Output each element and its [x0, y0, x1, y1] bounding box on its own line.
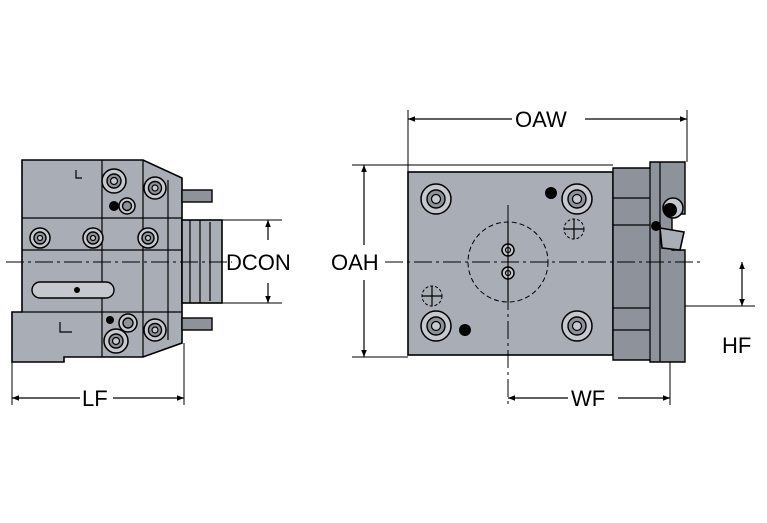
oah-label: OAH [331, 250, 379, 275]
set-screw-icon [651, 221, 661, 231]
set-screw-icon [459, 324, 471, 336]
shank-flange-top [181, 189, 213, 203]
screw-icon [561, 183, 593, 215]
side-view-slot [31, 281, 115, 299]
screw-icon [137, 227, 159, 249]
screw-icon [662, 197, 684, 219]
wf-label: WF [571, 386, 605, 411]
wedge [659, 227, 685, 251]
side-view [11, 159, 223, 363]
set-screw-icon [109, 201, 119, 211]
set-screw-icon [545, 187, 557, 199]
coolant-port-icon [421, 285, 443, 307]
screw-icon [143, 176, 167, 200]
dcon-label: DCON [226, 250, 291, 275]
lf-label: LF [82, 386, 108, 411]
clamp-block-edges [613, 162, 661, 362]
lf-dimension [11, 343, 185, 405]
side-view-body-edges [22, 160, 182, 357]
screw-icon [420, 310, 452, 342]
coolant-port-icon [563, 218, 585, 240]
oaw-dimension [407, 110, 688, 172]
screw-icon [82, 227, 104, 249]
screw-icon [143, 318, 167, 342]
slot-pin [74, 287, 80, 293]
set-screw-icon [106, 316, 114, 324]
front-view [407, 161, 686, 363]
hf-label: HF [722, 333, 751, 358]
screw-icon [118, 197, 136, 215]
coolant-channel-icon [59, 170, 82, 333]
screw-icon [561, 310, 593, 342]
screw-icon [118, 313, 138, 333]
screw-icon [420, 183, 452, 215]
screw-icon [29, 227, 51, 249]
dcon-dimension [222, 219, 282, 304]
wf-dimension [508, 362, 671, 405]
shank-flange-bottom [181, 317, 213, 331]
oah-dimension [352, 164, 613, 358]
screw-icon [101, 168, 127, 194]
oaw-label: OAW [515, 107, 567, 132]
screw-icon [103, 328, 129, 354]
hf-dimension [685, 262, 755, 307]
